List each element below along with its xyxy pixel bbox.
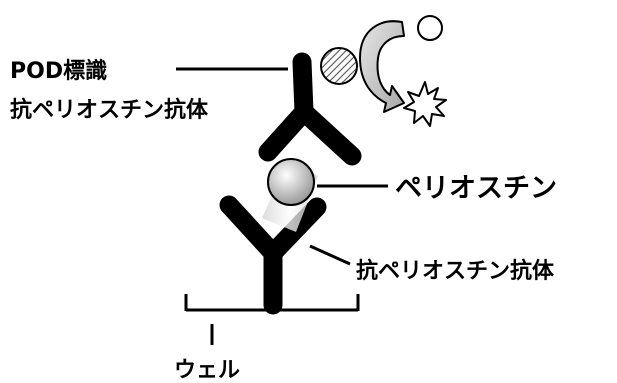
substrate-circle-icon — [417, 15, 443, 41]
well-label: ウェル — [174, 358, 240, 383]
periostin-antigen — [267, 158, 315, 206]
pod-antibody-label-line2: 抗ペリオスチン抗体 — [10, 97, 209, 123]
capture-antibody-label: 抗ペリオスチン抗体 — [356, 258, 555, 284]
capture-label-leader — [309, 244, 351, 266]
product-burst-icon — [403, 81, 447, 127]
periostin-label: ペリオスチン — [395, 173, 557, 204]
pod-enzyme — [320, 47, 358, 85]
pod-labeled-antibody — [258, 52, 362, 166]
pod-antibody-label-line1: POD標識 — [10, 58, 107, 84]
reaction-arrow-icon — [359, 20, 405, 113]
